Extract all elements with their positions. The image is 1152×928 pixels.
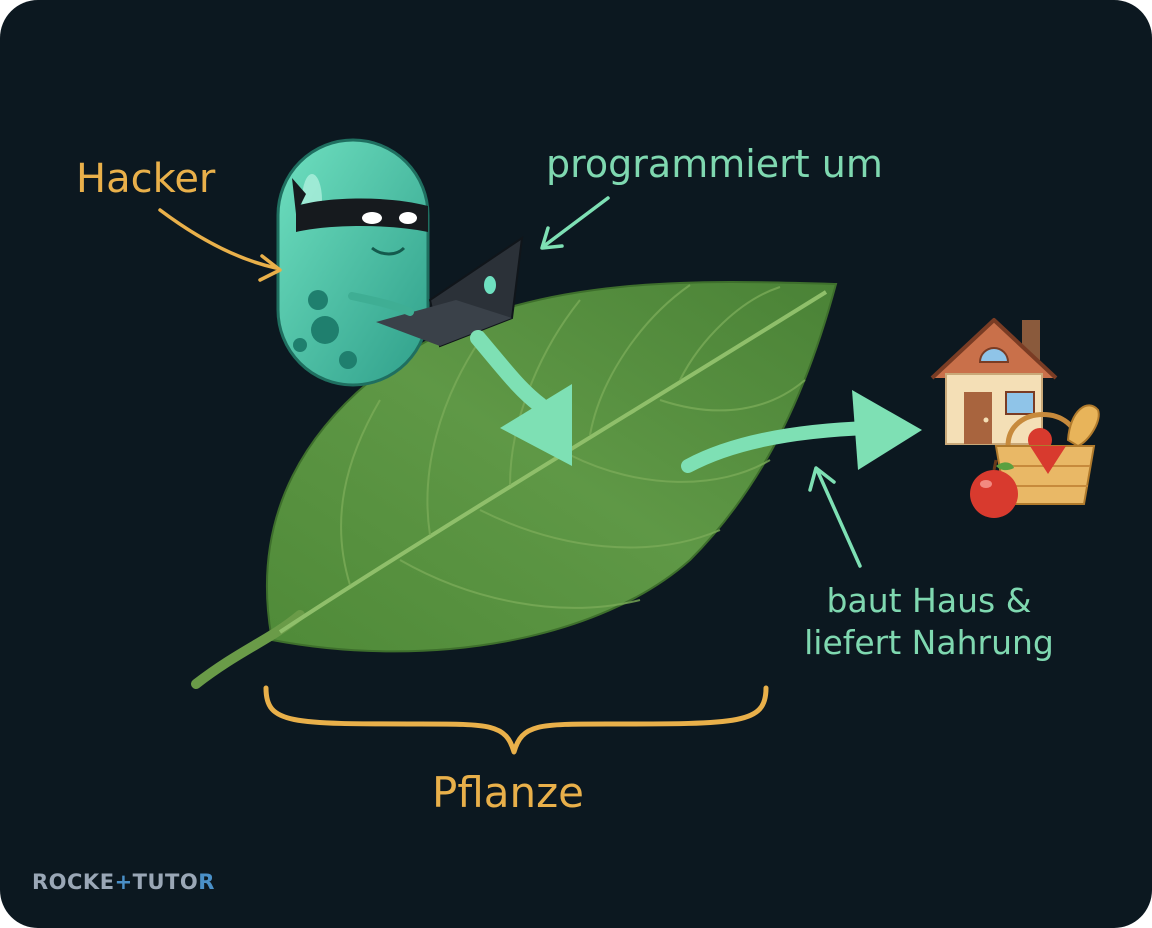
arrow-builds-to-leaf xyxy=(808,466,862,568)
brand-part-3: TUTO xyxy=(132,870,199,894)
brand-part-4: R xyxy=(198,870,215,894)
house-icon xyxy=(930,318,1058,445)
label-plant: Pflanze xyxy=(432,768,585,817)
label-reprogram: programmiert um xyxy=(546,142,883,186)
bacterium-hacker-character xyxy=(276,138,524,387)
arrow-laptop-into-leaf xyxy=(470,330,572,466)
label-builds-and-feeds: baut Haus & liefert Nahrung xyxy=(790,580,1068,664)
arrow-reprogram-to-laptop xyxy=(540,196,610,250)
leaf-image xyxy=(191,280,838,689)
apple-icon xyxy=(970,459,1018,518)
label-hacker: Hacker xyxy=(76,156,216,202)
brand-part-2: + xyxy=(114,870,133,894)
arrow-hacker-to-bacterium xyxy=(158,208,282,282)
brand-logo: ROCKE+TUTOR xyxy=(32,870,215,894)
plant-brace xyxy=(263,685,769,755)
label-builds-line2: liefert Nahrung xyxy=(804,623,1054,662)
label-builds-line1: baut Haus & xyxy=(826,581,1032,620)
brand-part-1: ROCKE xyxy=(32,870,115,894)
arrow-leaf-to-house xyxy=(681,390,922,473)
